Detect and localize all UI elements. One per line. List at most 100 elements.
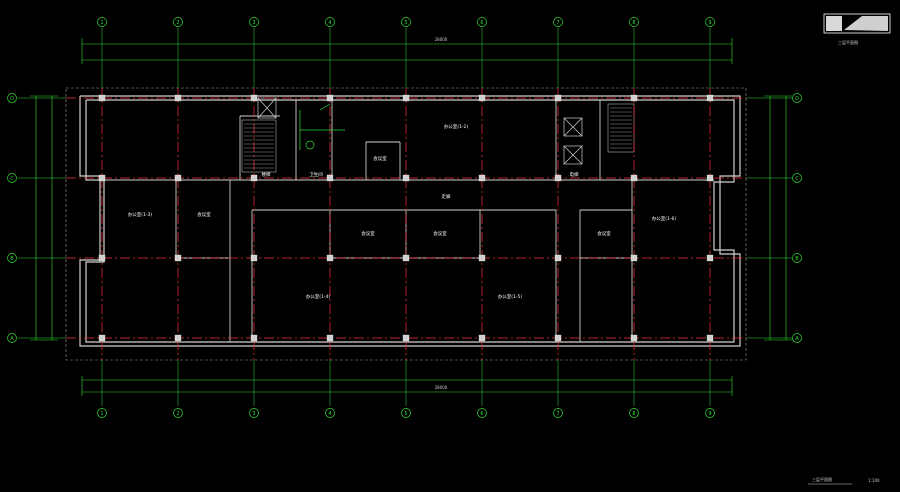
axis-bubble [401, 17, 411, 27]
column [250, 94, 258, 102]
axis-bubble [7, 253, 17, 263]
column [706, 174, 714, 182]
axis-bubble-label: 4 [328, 20, 331, 26]
axis-bubble [477, 17, 487, 27]
room-label-r2b: 会议室 [197, 211, 211, 218]
drawing-caption: 三层平面图 [812, 476, 832, 482]
room-label-r8: 办公室(1-5) [498, 293, 523, 300]
title-stamp: 三层平面图 [823, 13, 891, 45]
axis-bubble [173, 408, 183, 418]
column [98, 334, 106, 342]
axis-bubble [325, 408, 335, 418]
column [706, 94, 714, 102]
column [402, 94, 410, 102]
column [554, 174, 562, 182]
room-label-r13: 电梯 [570, 171, 579, 178]
axis-bubble-label: 6 [480, 20, 483, 26]
room-label-r9: 会议室 [597, 230, 611, 237]
stair-treads [244, 107, 632, 169]
room-label-r2: 会议室 [373, 155, 387, 162]
axis-bubble [249, 17, 259, 27]
top-dimension-total: 28000 [435, 37, 448, 42]
bottom-dimension [81, 376, 733, 396]
room-label-r4: 走廊 [442, 193, 451, 200]
axis-bubble-label: 2 [176, 411, 179, 417]
column [174, 334, 182, 342]
column [478, 174, 486, 182]
axis-bubble [7, 173, 17, 183]
axis-bubble [173, 17, 183, 27]
column [478, 94, 486, 102]
column [554, 334, 562, 342]
side-dimensions [30, 95, 792, 341]
axis-bubble [792, 253, 802, 263]
room-label-r1: 办公室(1-2) [444, 123, 469, 130]
axis-bubble-label: 9 [708, 411, 711, 417]
axis-bubble-label: D [10, 96, 14, 102]
axis-bubble [97, 408, 107, 418]
axis-bubble-label: C [795, 176, 799, 182]
column [478, 334, 486, 342]
axis-bubble-label: 5 [404, 20, 407, 26]
room-label-r7: 办公室(1-4) [306, 293, 331, 300]
column [402, 254, 410, 262]
axis-bubble-label: 3 [252, 411, 255, 417]
axis-bubble [477, 408, 487, 418]
column [706, 254, 714, 262]
column [98, 174, 106, 182]
axis-bubble [7, 93, 17, 103]
column [174, 254, 182, 262]
axis-bubble [553, 17, 563, 27]
column [402, 334, 410, 342]
room-label-r10: 办公室(1-6) [652, 215, 677, 222]
axis-bubble [249, 408, 259, 418]
top-dimension [81, 38, 733, 64]
column [174, 174, 182, 182]
axis-bubble-label: 8 [632, 20, 635, 26]
axis-bubble [792, 333, 802, 343]
column [326, 254, 334, 262]
room-label-r3: 办公室(1-3) [128, 211, 153, 218]
plumbing-annotations [299, 103, 345, 150]
staircases [241, 103, 635, 173]
column [630, 94, 638, 102]
axis-bubble-label: 9 [708, 20, 711, 26]
column [630, 334, 638, 342]
axis-bubble [792, 93, 802, 103]
interior-walls [104, 100, 714, 342]
axis-bubble-label: 7 [556, 411, 559, 417]
column [98, 94, 106, 102]
axis-bubble-label: B [10, 256, 14, 262]
room-label-r5: 会议室 [361, 230, 375, 237]
drawing-scale: 1:100 [868, 478, 880, 483]
column [554, 254, 562, 262]
axis-bubble [629, 408, 639, 418]
room-label-r6: 会议室 [433, 230, 447, 237]
axis-bubble [629, 17, 639, 27]
axis-bubble [792, 173, 802, 183]
axis-bubble-label: D [795, 96, 799, 102]
column [326, 334, 334, 342]
column [250, 174, 258, 182]
column [554, 94, 562, 102]
column [98, 254, 106, 262]
bottom-dimension-total: 28000 [435, 385, 448, 390]
axis-bubble [705, 408, 715, 418]
axis-bubble-label: 7 [556, 20, 559, 26]
column [630, 254, 638, 262]
axis-bubble-label: C [10, 176, 14, 182]
column [326, 94, 334, 102]
axis-bubble-label: A [795, 336, 799, 342]
axis-bubble-label: 6 [480, 411, 483, 417]
column [250, 334, 258, 342]
axis-bubble [97, 17, 107, 27]
axis-bubble-label: 3 [252, 20, 255, 26]
room-label-r11: 卫生间 [309, 171, 323, 178]
axis-bubble [7, 333, 17, 343]
column [402, 174, 410, 182]
column [630, 174, 638, 182]
column [174, 94, 182, 102]
